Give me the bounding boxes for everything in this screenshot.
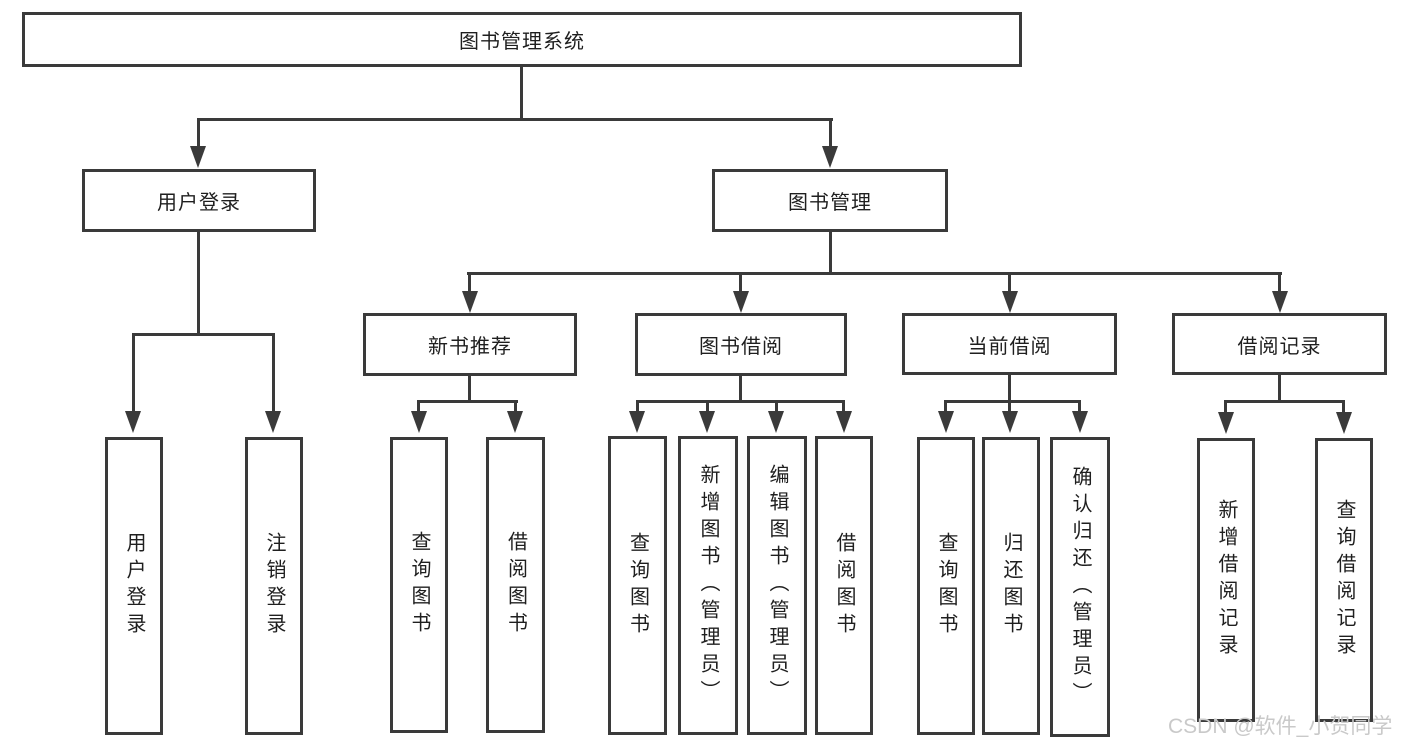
node-label: 图书管理 [788, 192, 872, 214]
node-label: 新书推荐 [428, 336, 512, 358]
node-label: 编辑图书（管理员） [766, 464, 788, 707]
arrowhead-icon [938, 411, 954, 433]
arrowhead-icon [822, 146, 838, 168]
arrowhead-icon [1002, 411, 1018, 433]
connector-level3-drop [1278, 272, 1281, 294]
connector-g1-drop [132, 333, 135, 413]
node-label: 图书借阅 [699, 336, 783, 358]
node-label: 当前借阅 [967, 335, 1052, 358]
arrowhead-icon [411, 411, 427, 433]
arrowhead-icon [1336, 412, 1352, 434]
node-label: 借阅图书 [504, 531, 527, 639]
node-label: 查询图书 [626, 531, 649, 640]
leaf-query-book: 查询图书 [917, 437, 975, 735]
node-label: 图书管理系统 [459, 31, 585, 53]
node-root: 图书管理系统 [22, 12, 1022, 67]
node-label: 归还图书 [1000, 532, 1022, 640]
connector-g1-drop [272, 333, 275, 413]
connector-user-login-drop [197, 118, 200, 148]
connector-g3-drop [842, 400, 845, 412]
arrowhead-icon [1072, 411, 1088, 433]
leaf-return-book: 归还图书 [982, 437, 1040, 735]
connector-level3-drop [1008, 272, 1011, 294]
connector-g3-drop [636, 400, 639, 412]
arrowhead-icon [125, 411, 141, 433]
arrowhead-icon [629, 411, 645, 433]
arrowhead-icon [190, 146, 206, 168]
arrowhead-icon [1002, 291, 1018, 313]
connector-g3-drop [706, 400, 709, 412]
connector-g3-drop [775, 400, 778, 412]
connector-g5-drop [1342, 400, 1345, 413]
arrowhead-icon [768, 411, 784, 433]
node-borrow-records: 借阅记录 [1172, 313, 1387, 375]
arrowhead-icon [733, 291, 749, 313]
node-user-login: 用户登录 [82, 169, 316, 232]
node-label: 注销登录 [263, 532, 285, 640]
node-label: 查询图书 [935, 532, 957, 640]
connector-level3-drop [739, 272, 742, 294]
connector-g5-rail [1224, 400, 1345, 403]
node-label: 用户登录 [157, 192, 241, 214]
connector-book-mgmt-drop [829, 118, 832, 148]
arrowhead-icon [462, 291, 478, 313]
node-label: 查询图书 [408, 531, 430, 639]
node-label: 确认归还（管理员） [1069, 465, 1091, 709]
connector-g4-drop [1078, 400, 1081, 412]
leaf-borrow-book: 借阅图书 [486, 437, 545, 733]
node-label: 借阅图书 [833, 531, 855, 640]
arrowhead-icon [1218, 412, 1234, 434]
connector-g3-stem [739, 376, 742, 403]
connector-g4-drop [944, 400, 947, 412]
node-label: 用户登录 [123, 532, 145, 640]
node-label: 查询借阅记录 [1333, 499, 1355, 661]
leaf-query-borrow-record: 查询借阅记录 [1315, 438, 1373, 722]
arrowhead-icon [265, 411, 281, 433]
leaf-user-login: 用户登录 [105, 437, 163, 735]
arrowhead-icon [699, 411, 715, 433]
connector-root-stem [520, 67, 523, 118]
leaf-add-book-admin: 新增图书（管理员） [678, 436, 738, 735]
connector-g1-stem [197, 232, 200, 335]
connector-g4-drop [1008, 400, 1011, 412]
node-new-book-recommend: 新书推荐 [363, 313, 577, 376]
leaf-borrow-book: 借阅图书 [815, 436, 873, 735]
leaf-query-book: 查询图书 [608, 436, 667, 735]
node-label: 新增图书（管理员） [697, 464, 719, 707]
connector-level3-stem [829, 232, 832, 274]
connector-g2-drop [514, 400, 517, 412]
arrowhead-icon [1272, 291, 1288, 313]
node-book-management: 图书管理 [712, 169, 948, 232]
connector-g4-rail [944, 400, 1080, 403]
connector-g4-stem [1008, 375, 1011, 403]
connector-g5-drop [1224, 400, 1227, 413]
arrowhead-icon [507, 411, 523, 433]
connector-g2-rail [417, 400, 518, 403]
connector-g2-drop [417, 400, 420, 412]
leaf-edit-book-admin: 编辑图书（管理员） [747, 436, 807, 735]
connector-g5-stem [1278, 375, 1281, 403]
connector-level3-drop [468, 272, 471, 294]
node-label: 新增借阅记录 [1215, 499, 1237, 661]
node-book-borrow: 图书借阅 [635, 313, 847, 376]
csdn-watermark: CSDN @软件_小贺同学 [1168, 715, 1393, 738]
connector-g1-rail [132, 333, 275, 336]
leaf-query-book: 查询图书 [390, 437, 448, 733]
node-label: 借阅记录 [1237, 335, 1322, 358]
connector-level3-rail [467, 272, 1282, 275]
arrowhead-icon [836, 411, 852, 433]
leaf-confirm-return-admin: 确认归还（管理员） [1050, 437, 1110, 737]
node-current-borrow: 当前借阅 [902, 313, 1117, 375]
leaf-add-borrow-record: 新增借阅记录 [1197, 438, 1255, 722]
leaf-logout: 注销登录 [245, 437, 303, 735]
connector-level2-rail [197, 118, 833, 121]
connector-g2-stem [468, 376, 471, 403]
connector-g3-rail [636, 400, 845, 403]
